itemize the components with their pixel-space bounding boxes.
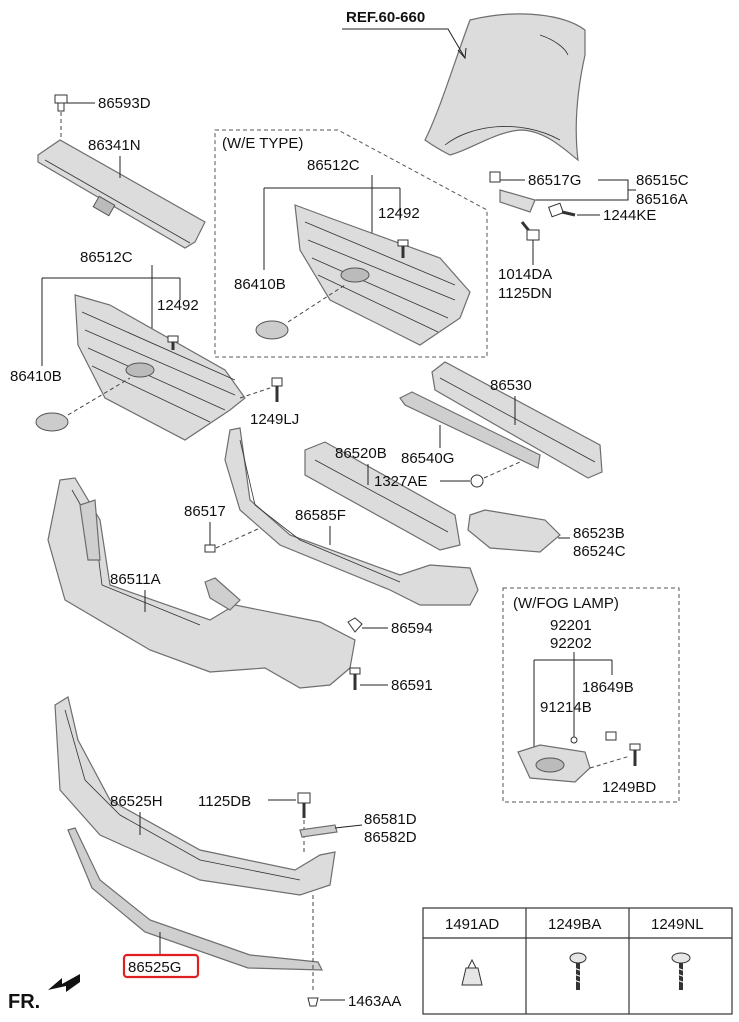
label-12492-a: 12492 bbox=[378, 205, 420, 222]
label-86515C: 86515C bbox=[636, 172, 689, 189]
we-type-box bbox=[214, 129, 488, 358]
screw-12492-b bbox=[167, 335, 179, 350]
label-86593D: 86593D bbox=[98, 95, 151, 112]
screw-12492-a bbox=[397, 239, 409, 258]
grille-standard bbox=[74, 294, 246, 441]
label-86410B-b: 86410B bbox=[10, 368, 62, 385]
bracket-fender bbox=[489, 171, 536, 213]
clip-91214B bbox=[570, 736, 578, 744]
label-86594: 86594 bbox=[391, 620, 433, 637]
label-86512C-a: 86512C bbox=[307, 157, 360, 174]
grille-we bbox=[294, 204, 471, 346]
label-12492-b: 12492 bbox=[157, 297, 199, 314]
absorber-86520B bbox=[304, 441, 461, 551]
bulb-18649B bbox=[605, 731, 617, 741]
label-86582D: 86582D bbox=[364, 829, 417, 846]
screw-1249NL-icon bbox=[671, 952, 691, 990]
fog-lamp-92201 bbox=[517, 744, 591, 783]
clip-1463AA bbox=[307, 997, 319, 1007]
label-86517G: 86517G bbox=[528, 172, 581, 189]
fender-part bbox=[424, 13, 586, 162]
label-1244KE: 1244KE bbox=[603, 207, 656, 224]
ref-label: REF.60-660 bbox=[346, 9, 425, 26]
emblem-86410B-b bbox=[35, 412, 69, 432]
label-1327AE: 1327AE bbox=[374, 473, 427, 490]
label-86530: 86530 bbox=[490, 377, 532, 394]
clip-1491AD-icon bbox=[461, 958, 483, 986]
bolt-1014DA bbox=[520, 221, 540, 241]
label-86520B: 86520B bbox=[335, 445, 387, 462]
lower-bumper-86525H bbox=[54, 696, 336, 896]
label-1249LJ: 1249LJ bbox=[250, 411, 299, 428]
screw-1249BD bbox=[629, 743, 641, 766]
cover-86341N bbox=[37, 139, 206, 249]
screw-1249LJ bbox=[271, 377, 283, 402]
skid-86525G bbox=[67, 827, 323, 971]
label-1463AA: 1463AA bbox=[348, 993, 401, 1010]
highlight-box-86525G[interactable] bbox=[122, 953, 200, 979]
trim-86581D bbox=[299, 824, 338, 838]
label-86524C: 86524C bbox=[573, 543, 626, 560]
label-1249BD: 1249BD bbox=[602, 779, 656, 796]
table-header-1491AD: 1491AD bbox=[445, 916, 499, 933]
label-fog-lamp: (W/FOG LAMP) bbox=[513, 595, 619, 612]
label-86585F: 86585F bbox=[295, 507, 346, 524]
label-86516A: 86516A bbox=[636, 191, 688, 208]
bolt-1244KE bbox=[548, 202, 576, 218]
emblem-86410B-a bbox=[255, 320, 289, 340]
screw-1249BA-icon bbox=[569, 952, 587, 990]
fastener-table: 1491AD 1249BA 1249NL bbox=[422, 907, 733, 1015]
label-86517: 86517 bbox=[184, 503, 226, 520]
label-86540G: 86540G bbox=[401, 450, 454, 467]
label-86525H: 86525H bbox=[110, 793, 163, 810]
label-91214B: 91214B bbox=[540, 699, 592, 716]
bracket-86540G bbox=[399, 391, 541, 469]
label-1125DN: 1125DN bbox=[498, 285, 552, 302]
label-92201: 92201 bbox=[550, 617, 592, 634]
clip-86594 bbox=[347, 617, 363, 633]
lip-86585F bbox=[224, 427, 479, 606]
table-header-1249BA: 1249BA bbox=[548, 916, 601, 933]
label-we-type: (W/E TYPE) bbox=[222, 135, 303, 152]
label-1014DA: 1014DA bbox=[498, 266, 552, 283]
label-1125DB: 1125DB bbox=[198, 793, 251, 810]
label-92202: 92202 bbox=[550, 635, 592, 652]
clip-86517 bbox=[204, 544, 216, 553]
label-86525G[interactable]: 86525G bbox=[128, 959, 181, 976]
bolt-1125DB bbox=[297, 792, 311, 818]
bracket-86523B bbox=[467, 509, 561, 553]
screw-86591 bbox=[349, 667, 361, 690]
clip-86593D bbox=[54, 94, 68, 112]
label-86341N: 86341N bbox=[88, 137, 141, 154]
label-86511A: 86511A bbox=[110, 571, 161, 588]
fog-lamp-box bbox=[502, 587, 680, 803]
nut-1327AE bbox=[470, 474, 484, 488]
front-arrow-icon bbox=[48, 974, 80, 992]
label-86512C-b: 86512C bbox=[80, 249, 133, 266]
label-18649B: 18649B bbox=[582, 679, 634, 696]
label-fr: FR. bbox=[8, 991, 40, 1013]
label-86410B-a: 86410B bbox=[234, 276, 286, 293]
label-86523B: 86523B bbox=[573, 525, 625, 542]
beam-86530 bbox=[431, 361, 603, 479]
label-86591: 86591 bbox=[391, 677, 433, 694]
table-header-1249NL: 1249NL bbox=[651, 916, 704, 933]
label-86581D: 86581D bbox=[364, 811, 417, 828]
